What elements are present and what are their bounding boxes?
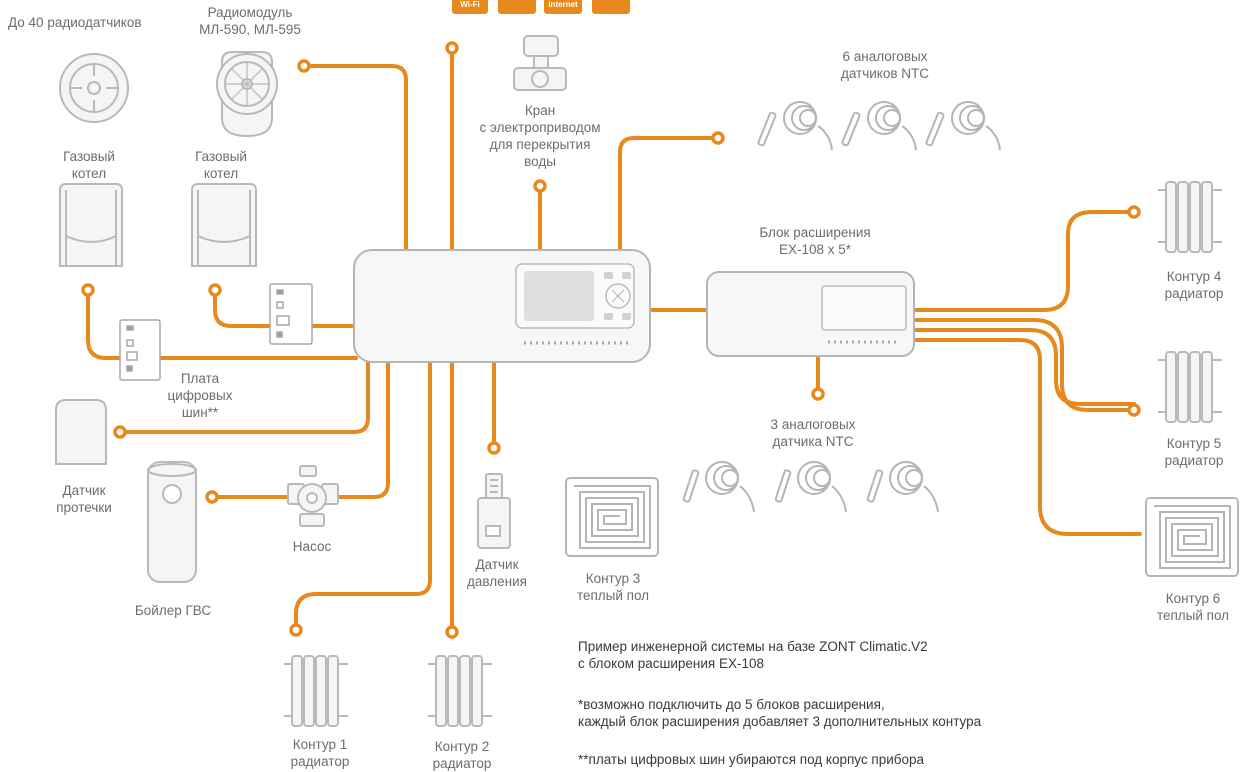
digital-bus-board-2-icon [269, 283, 313, 345]
radiator-1-icon [284, 655, 348, 727]
wires [86, 46, 1142, 634]
wire-c5a [912, 318, 1136, 412]
pump-icon [287, 465, 339, 527]
dot-boiler1 [81, 283, 95, 297]
dot-top [445, 41, 459, 55]
gas-boiler-2-icon [191, 183, 257, 267]
dot-pump [205, 490, 219, 504]
dot-boiler2 [208, 283, 222, 297]
radiator-2-icon [428, 655, 492, 727]
wire-boiler2 [213, 288, 358, 328]
dot-leak [113, 425, 127, 439]
wire-boiler1 [86, 288, 358, 360]
ntc-sensors-6-icon [757, 101, 1001, 151]
label-pump: Насос [292, 539, 332, 554]
pressure-sensor-icon [477, 473, 511, 549]
apple-badge-icon [592, 0, 630, 14]
radiator-5-icon [1158, 351, 1222, 423]
dot-ntc6 [711, 131, 725, 145]
wire-c1 [294, 360, 432, 632]
wire-c4 [912, 210, 1136, 312]
dot-c5 [1127, 403, 1141, 417]
electric-valve-icon [513, 35, 567, 91]
note-example: Пример инженерной системы на базе ZONT C… [578, 639, 928, 671]
note-extension-limit: *возможно подключить до 5 блоков расшире… [578, 697, 982, 729]
wire-radiomodule [302, 64, 408, 252]
internet-badge: internet [544, 0, 582, 14]
dot-c2 [445, 625, 459, 639]
radio-module-icon [216, 51, 278, 138]
underfloor-heating-6-icon [1145, 497, 1239, 577]
wire-leak [118, 360, 370, 434]
dot-pressure [487, 441, 501, 455]
label-dhw-boiler: Бойлер ГВС [134, 603, 212, 618]
leak-sensor-icon [55, 399, 107, 465]
dot-valve [533, 179, 547, 193]
wire-end-dots [81, 41, 1141, 639]
extension-block [706, 271, 915, 357]
dot-c4 [1127, 205, 1141, 219]
note-bus-boards: **платы цифровых шин убираются под корпу… [578, 752, 925, 767]
underfloor-heating-3-icon [565, 477, 659, 557]
keyboard-badge-icon [498, 0, 536, 14]
dot-ntc3 [811, 387, 825, 401]
radiator-4-icon [1158, 181, 1222, 253]
wire-ntc6 [618, 136, 720, 252]
wire-c5b [912, 328, 1136, 406]
dhw-boiler-icon [147, 461, 197, 583]
wire-pump [210, 360, 390, 499]
label-radio-sensors: До 40 радиодатчиков [8, 15, 142, 30]
digital-bus-board-1-icon [119, 319, 161, 381]
dot-c1 [289, 623, 303, 637]
main-controller [353, 249, 651, 363]
wire-c6 [912, 338, 1142, 536]
dot-radiomodule [297, 59, 311, 73]
radio-sensor-icon [59, 53, 129, 123]
wifi-badge: Wi-Fi [452, 0, 488, 14]
gas-boiler-1-icon [59, 183, 123, 267]
ntc-sensors-3-icon [682, 461, 939, 513]
